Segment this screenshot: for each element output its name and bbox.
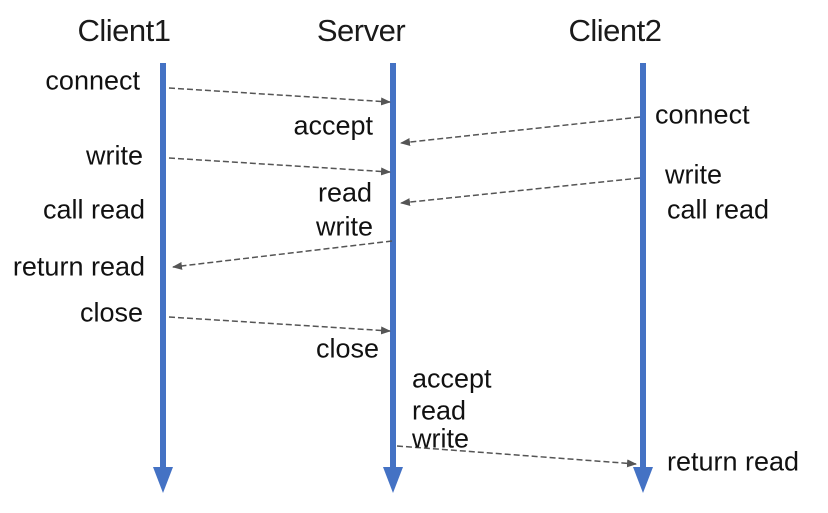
label-client1-return-read: return read <box>12 251 145 282</box>
lifeline-arrowhead-client2 <box>633 467 653 493</box>
label-server-write-1: write <box>315 211 373 242</box>
message-arrow-write-client2-to-server <box>400 177 641 207</box>
label-client1-write: write <box>85 140 143 171</box>
lifeline-arrowhead-server <box>383 467 403 493</box>
message-arrow-write-server-to-client2 <box>396 445 637 468</box>
label-server-accept-2: accept <box>412 363 492 394</box>
actor-title-client1: Client1 <box>77 13 172 48</box>
label-server-read-2: read <box>412 395 467 426</box>
lifeline-arrowhead-client1 <box>153 467 173 493</box>
lifelines-group <box>153 63 653 493</box>
actor-title-client2: Client2 <box>568 13 663 48</box>
message-arrow-write-client1-to-server <box>168 157 391 176</box>
message-arrow-connect-client1-to-server <box>168 87 391 106</box>
label-client1-call-read: call read <box>42 194 145 225</box>
label-client2-connect: connect <box>655 99 750 130</box>
label-client2-call-read: call read <box>667 194 770 225</box>
label-client1-close: close <box>79 297 143 328</box>
message-arrow-connect-client2-to-server <box>400 116 641 147</box>
messages-group <box>168 87 641 468</box>
message-arrow-return-read-server-to-client1 <box>172 240 393 270</box>
message-arrow-close-client1-to-server <box>168 316 391 335</box>
label-server-close: close <box>315 333 379 364</box>
label-server-accept-1: accept <box>293 110 373 141</box>
label-client2-write: write <box>665 159 723 190</box>
label-server-write-2: write <box>412 423 470 454</box>
label-client1-connect: connect <box>45 65 140 96</box>
label-client2-return-read: return read <box>667 446 800 477</box>
label-server-read-1: read <box>317 177 372 208</box>
actor-title-server: Server <box>316 13 406 48</box>
